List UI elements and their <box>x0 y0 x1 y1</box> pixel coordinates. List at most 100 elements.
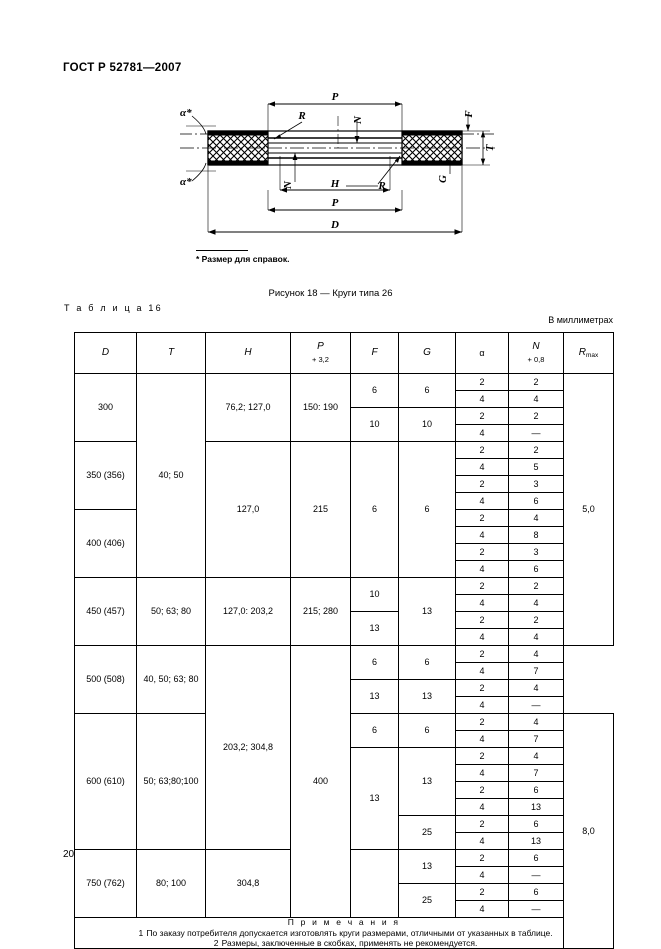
figure-label-n-bottom: N <box>282 180 294 190</box>
cell-alpha: 4 <box>455 662 509 680</box>
cell-d: 300 <box>74 373 137 442</box>
cell-alpha: 2 <box>455 883 509 901</box>
footnote-text: * Размер для справок. <box>196 254 290 264</box>
table-row: 600 (610) 50; 63;80;100 6 6 2 4 8,0 <box>74 712 614 949</box>
col-header-f: F <box>350 332 399 374</box>
figure-label-n-top: N <box>352 115 364 125</box>
figure-label-t: T <box>484 143 496 151</box>
cell-alpha: 2 <box>455 747 509 765</box>
cell-t: 80; 100 <box>136 849 206 918</box>
table-row: 450 (457) 50; 63; 80 127,0: 203,2 215; 2… <box>74 577 614 646</box>
cell-d: 450 (457) <box>74 577 137 646</box>
cell-n: 6 <box>508 492 564 510</box>
cell-n: 5 <box>508 458 564 476</box>
table-row: 4 4 <box>75 594 614 612</box>
cell-alpha: 4 <box>455 832 509 850</box>
cell-h: 203,2; 304,8 <box>205 645 291 850</box>
cell-n: 6 <box>508 849 564 867</box>
cell-n: 4 <box>508 645 564 663</box>
cell-f: 6 <box>350 645 399 680</box>
table-row: 4 13 <box>75 832 614 850</box>
figure-label-d: D <box>330 219 339 231</box>
table-row: 4 4 <box>75 628 614 646</box>
cell-d: 500 (508) <box>74 645 137 714</box>
cell-h: 76,2; 127,0 <box>205 373 291 442</box>
cell-p: 215; 280 <box>290 577 351 646</box>
figure-label-r-left: R <box>297 110 305 122</box>
cell-n: 6 <box>508 560 564 578</box>
table-row: 25 2 6 <box>75 815 614 850</box>
cell-f: 13 <box>350 611 399 646</box>
cell-g: 25 <box>398 815 456 850</box>
cell-alpha: 2 <box>455 611 509 629</box>
cell-g: 13 <box>398 679 456 714</box>
cell-d: 350 (356) <box>74 441 137 510</box>
cell-g: 6 <box>398 373 456 408</box>
cell-n: 2 <box>508 407 564 425</box>
figure-grinding-wheel-type26: P H P D R R N N F T G α* α* <box>150 86 520 246</box>
table-row: 25 2 6 <box>75 883 614 918</box>
table-row: 500 (508) 40, 50; 63; 80 203,2; 304,8 40… <box>74 645 614 918</box>
table-header-row: D T H P+ 3,2 F G α N+ 0,8 Rmax <box>74 332 614 374</box>
cell-n: 4 <box>508 628 564 646</box>
cell-n: 7 <box>508 764 564 782</box>
figure-label-g: G <box>437 175 449 183</box>
cell-alpha: 2 <box>455 475 509 493</box>
table-row: 4 13 <box>75 798 614 816</box>
figure-label-p-top: P <box>332 91 339 103</box>
units-label: В миллиметрах <box>548 315 613 325</box>
table-row: 350 (356) 127,0 215 6 6 2 2 <box>74 441 614 578</box>
cell-p: 400 <box>290 645 351 918</box>
table-row: 4 6 <box>75 560 614 578</box>
cell-n: — <box>508 900 564 918</box>
wheel-cross-section-drawing: P H P D R R N N F T G α* α* <box>180 91 496 235</box>
table-row: 4 — <box>75 424 614 442</box>
col-header-rmax: Rmax <box>563 332 614 374</box>
cell-alpha: 2 <box>455 543 509 561</box>
cell-n: 6 <box>508 883 564 901</box>
cell-g: 13 <box>398 577 456 646</box>
cell-p: 215 <box>290 441 351 578</box>
table-row: 13 13 2 4 <box>75 747 614 850</box>
cell-alpha: 2 <box>455 373 509 391</box>
cell-n: 4 <box>508 747 564 765</box>
cell-g: 6 <box>398 441 456 578</box>
cell-f: 13 <box>350 747 399 850</box>
rmax-symbol: Rmax <box>578 347 599 360</box>
col-header-alpha: α <box>455 332 509 374</box>
cell-n: 6 <box>508 815 564 833</box>
cell-f: 13 <box>350 679 399 714</box>
table-row: 13 2 2 <box>75 611 614 646</box>
figure-label-f: F <box>463 110 475 119</box>
figure-footnote: * Размер для справок. <box>196 250 289 264</box>
table-row: 4 7 <box>75 764 614 782</box>
cell-rmax: 8,0 <box>563 712 614 949</box>
figure-label-alpha-top: α* <box>180 107 192 119</box>
cell-alpha: 2 <box>455 441 509 459</box>
cell-n: 13 <box>508 832 564 850</box>
cell-alpha: 4 <box>455 900 509 918</box>
table-label: Т а б л и ц а 16 <box>64 303 163 313</box>
cell-alpha: 4 <box>455 424 509 442</box>
cell-t: 40; 50 <box>136 373 206 578</box>
table-row: 13 13 2 4 <box>75 679 614 714</box>
cell-g: 25 <box>398 883 456 918</box>
cell-g: 6 <box>398 713 456 748</box>
cell-g: 10 <box>398 407 456 442</box>
cell-d: 750 (762) <box>74 849 137 918</box>
cell-n: 4 <box>508 713 564 731</box>
cell-alpha: 2 <box>455 815 509 833</box>
cell-alpha: 4 <box>455 594 509 612</box>
cell-rmax: 5,0 <box>563 373 614 646</box>
cell-n: 2 <box>508 441 564 459</box>
cell-f: 6 <box>350 441 399 578</box>
cell-n: 2 <box>508 611 564 629</box>
cell-alpha: 2 <box>455 407 509 425</box>
specification-table: D T H P+ 3,2 F G α N+ 0,8 Rmax 300 40; 5… <box>74 332 614 949</box>
col-header-p: P+ 3,2 <box>290 332 351 374</box>
cell-f: 6 <box>350 713 399 748</box>
